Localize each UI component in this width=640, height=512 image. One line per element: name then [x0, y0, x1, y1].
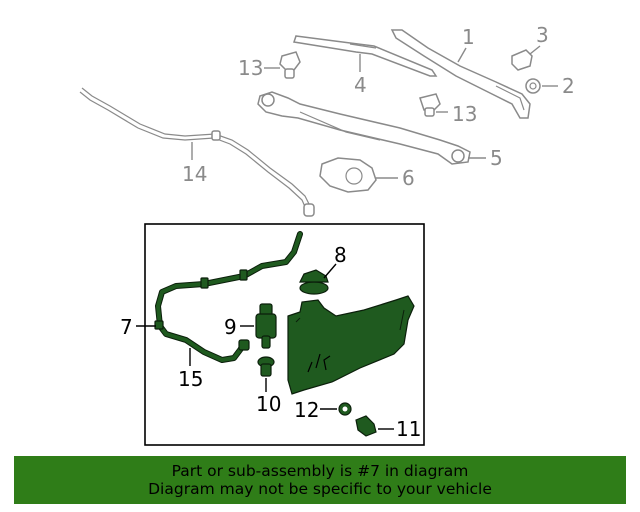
washer-hose-part-14 [79, 87, 315, 217]
wiper-motor-part-6 [319, 157, 377, 193]
washer-reservoir-part-7 [287, 295, 415, 395]
wiper-linkage-part-5 [257, 91, 471, 165]
reservoir-cap-part-8 [299, 269, 329, 295]
banner-line-2: Diagram may not be specific to your vehi… [148, 480, 492, 498]
callout-7: 7 [120, 315, 133, 339]
info-banner: Part or sub-assembly is #7 in diagram Di… [14, 456, 626, 504]
callout-9: 9 [224, 315, 237, 339]
callout-1: 1 [462, 25, 475, 49]
callout-15: 15 [178, 367, 203, 391]
callout-5: 5 [490, 146, 503, 170]
callout-12: 12 [294, 398, 319, 422]
callout-3: 3 [536, 23, 549, 47]
callout-2: 2 [562, 74, 575, 98]
cap-part-3 [511, 49, 533, 71]
grommet-part-10 [257, 356, 275, 377]
callout-10: 10 [256, 392, 281, 416]
nozzle-part-13-left [279, 51, 301, 79]
washer-hose-part-15 [154, 231, 303, 363]
callout-13-left: 13 [238, 56, 263, 80]
callout-13-right: 13 [452, 102, 477, 126]
parts-diagram: 1 2 3 4 5 6 13 13 14 [79, 23, 575, 446]
wiper-blade-part-4 [293, 35, 438, 77]
callout-14: 14 [182, 162, 207, 186]
washer-pump-part-9 [255, 303, 277, 349]
level-sensor-part-11 [355, 415, 377, 437]
seal-part-12 [338, 402, 352, 416]
wiper-arm-part-1 [390, 29, 531, 119]
callout-11: 11 [396, 417, 421, 441]
banner-line-1: Part or sub-assembly is #7 in diagram [171, 462, 469, 480]
callout-4: 4 [354, 73, 367, 97]
nozzle-part-13-right [419, 93, 441, 117]
nut-part-2 [525, 78, 541, 94]
callout-8: 8 [334, 243, 347, 267]
callout-6: 6 [402, 166, 415, 190]
